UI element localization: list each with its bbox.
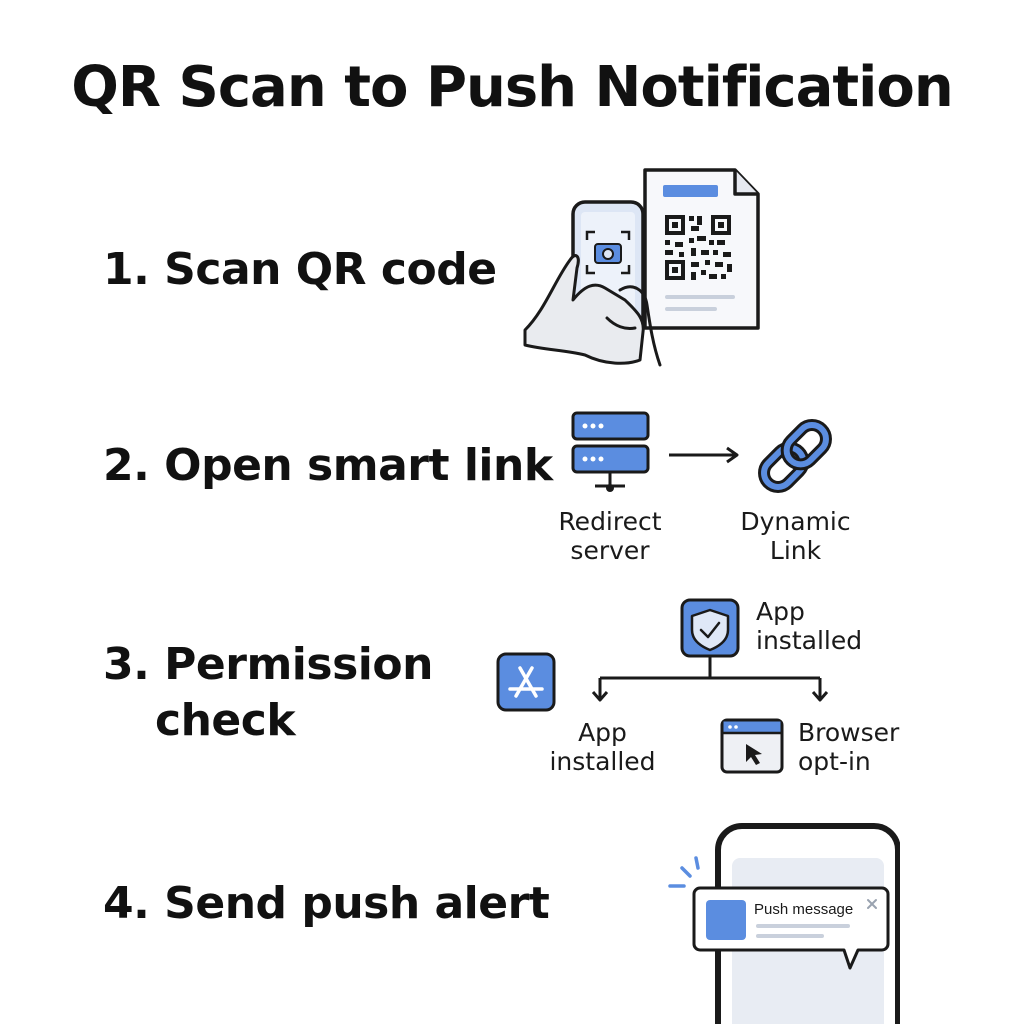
hand-icon bbox=[523, 254, 662, 367]
step-4-number: 4. bbox=[103, 878, 150, 929]
redirect-server-label: Redirect server bbox=[545, 507, 675, 565]
browser-opt-in-line1: Browser bbox=[798, 718, 900, 747]
redirect-server-label-line1: Redirect bbox=[558, 507, 662, 536]
dynamic-link-label-line1: Dynamic bbox=[740, 507, 851, 536]
permission-check-illustration bbox=[496, 598, 829, 774]
arrow-right-icon bbox=[669, 446, 739, 464]
branch-connector-icon bbox=[591, 656, 829, 702]
server-icon bbox=[571, 411, 650, 492]
step-3-label: 3. Permission check bbox=[103, 637, 433, 749]
notification-card-icon: Push message bbox=[692, 886, 890, 970]
push-alert-illustration: Push message bbox=[668, 823, 900, 1024]
step-3-text-line2: check bbox=[155, 695, 296, 746]
step-1-number: 1. bbox=[103, 244, 150, 295]
step-2-number: 2. bbox=[103, 440, 150, 491]
scan-qr-illustration bbox=[523, 168, 760, 367]
left-app-installed-label: App installed bbox=[535, 718, 670, 776]
alert-burst-icon bbox=[668, 856, 700, 888]
step-1-label: 1. Scan QR code bbox=[103, 242, 497, 298]
step-2-label: 2. Open smart link bbox=[103, 438, 553, 494]
app-store-icon bbox=[496, 652, 556, 712]
step-4-text: Send push alert bbox=[164, 878, 550, 929]
top-app-installed-line1: App bbox=[756, 597, 805, 626]
browser-opt-in-line2: opt-in bbox=[798, 747, 871, 776]
step-3-text-line1: Permission bbox=[164, 639, 433, 690]
page-title: QR Scan to Push Notification bbox=[71, 55, 953, 120]
dynamic-link-label: Dynamic Link bbox=[728, 507, 863, 565]
notification-title: Push message bbox=[754, 901, 853, 918]
browser-opt-in-label: Browser opt-in bbox=[798, 718, 899, 776]
step-2-text: Open smart link bbox=[164, 440, 553, 491]
top-app-installed-line2: installed bbox=[756, 626, 863, 655]
redirect-server-label-line2: server bbox=[570, 536, 650, 565]
left-app-installed-line1: App bbox=[578, 718, 627, 747]
shield-check-icon bbox=[680, 598, 740, 658]
chain-link-icon bbox=[758, 419, 832, 493]
left-app-installed-line2: installed bbox=[549, 747, 656, 776]
smart-link-illustration bbox=[571, 411, 832, 493]
dynamic-link-label-line2: Link bbox=[769, 536, 822, 565]
browser-cursor-icon bbox=[720, 718, 784, 774]
qr-document-icon bbox=[643, 168, 760, 330]
top-app-installed-label: App installed bbox=[756, 597, 862, 655]
close-icon bbox=[867, 899, 877, 909]
step-1-text: Scan QR code bbox=[164, 244, 497, 295]
step-3-number: 3. bbox=[103, 639, 150, 690]
step-4-label: 4. Send push alert bbox=[103, 876, 550, 932]
